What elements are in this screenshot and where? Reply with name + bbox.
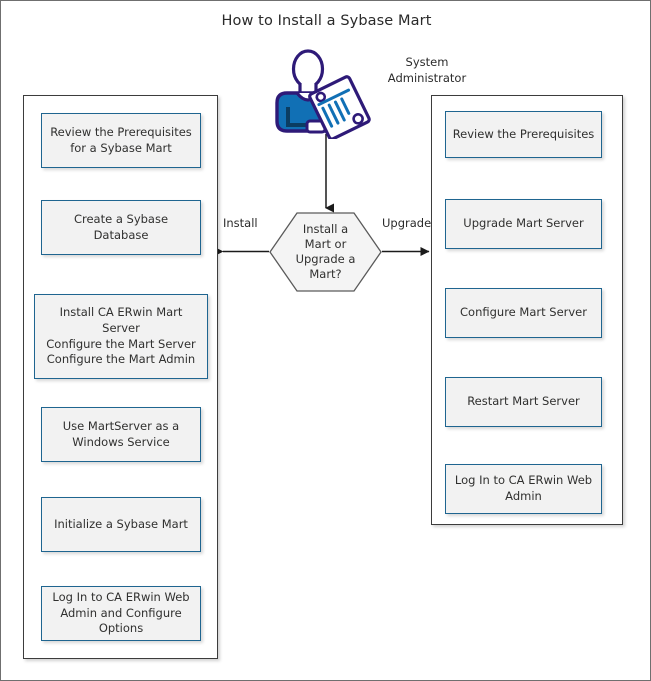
- node-line: Initialize a Sybase Mart: [54, 516, 188, 531]
- install-step-initialize-sybase-mart[interactable]: Initialize a Sybase Mart: [41, 497, 201, 552]
- node-line: Upgrade Mart Server: [463, 216, 584, 231]
- system-administrator-label: System Administrator: [367, 55, 487, 86]
- node-line: Configure the Mart Server: [46, 336, 196, 351]
- node-line: Install CA ERwin Mart Server: [59, 305, 183, 335]
- node-line: Options: [98, 621, 144, 636]
- node-line: Admin: [505, 489, 542, 503]
- install-step-create-sybase-database[interactable]: Create a Sybase Database: [41, 200, 201, 255]
- node-line: Configure the Mart Admin: [46, 352, 196, 367]
- node-line: Admin and Configure: [60, 605, 182, 620]
- node-line: Configure Mart Server: [460, 305, 587, 320]
- branch-label-install: Install: [223, 216, 258, 230]
- actor-label-line2: Administrator: [387, 70, 467, 85]
- install-step-install-configure-mart-server[interactable]: Install CA ERwin Mart Server Configure t…: [34, 294, 208, 379]
- actor-label-line1: System: [405, 55, 449, 69]
- decision-install-or-upgrade[interactable]: Install a Mart or Upgrade a Mart?: [269, 212, 382, 292]
- install-step-martserver-windows-service[interactable]: Use MartServer as a Windows Service: [41, 407, 201, 462]
- system-administrator-icon: [269, 49, 377, 141]
- node-line: Review the Prerequisites: [452, 126, 595, 141]
- upgrade-step-review-prerequisites[interactable]: Review the Prerequisites: [445, 111, 602, 158]
- node-line: for a Sybase Mart: [70, 140, 172, 155]
- node-line: Create a Sybase Database: [73, 211, 169, 242]
- upgrade-step-login-web-admin[interactable]: Log In to CA ERwin Web Admin: [445, 464, 602, 514]
- install-step-review-prerequisites[interactable]: Review the Prerequisites for a Sybase Ma…: [41, 113, 201, 168]
- node-line: Windows Service: [72, 434, 170, 449]
- node-line: Review the Prerequisites: [50, 124, 192, 139]
- node-line: Log In to CA ERwin Web: [454, 473, 593, 488]
- page-title: How to Install a Sybase Mart: [221, 13, 432, 29]
- node-line: Log In to CA ERwin Web: [52, 590, 190, 605]
- install-step-login-web-admin-configure[interactable]: Log In to CA ERwin Web Admin and Configu…: [41, 586, 201, 641]
- hexagon-shape: [269, 212, 382, 292]
- node-line: Restart Mart Server: [467, 394, 580, 409]
- upgrade-step-configure-mart-server[interactable]: Configure Mart Server: [445, 288, 602, 338]
- upgrade-step-upgrade-mart-server[interactable]: Upgrade Mart Server: [445, 199, 602, 249]
- branch-label-upgrade: Upgrade: [382, 216, 432, 230]
- upgrade-step-restart-mart-server[interactable]: Restart Mart Server: [445, 377, 602, 427]
- node-line: Use MartServer as a: [62, 418, 180, 433]
